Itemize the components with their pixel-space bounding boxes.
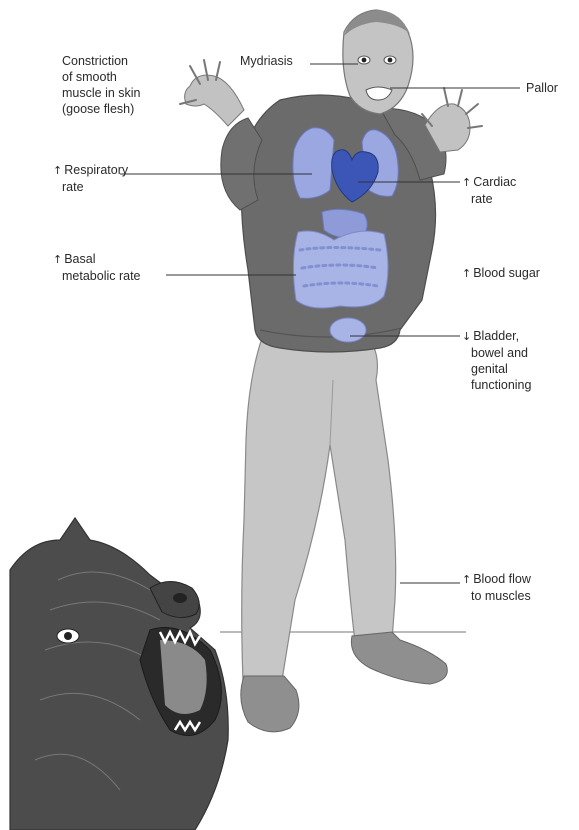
trousers [242,338,396,682]
up-arrow-icon: ↑ [53,253,62,266]
label-mydriasis: Mydriasis [240,53,293,69]
label-cardiac-rate: ↑Cardiac rate [462,174,516,207]
label-blood-sugar: ↑Blood sugar [462,265,540,282]
up-arrow-icon: ↑ [53,164,62,177]
dog [10,518,228,830]
label-basal-metabolic-rate: ↑Basal metabolic rate [53,251,141,284]
label-blood-flow-to-muscles: ↑Blood flow to muscles [462,571,531,604]
head [343,10,413,114]
up-arrow-icon: ↑ [462,267,471,280]
bladder [330,318,366,342]
lung-left [293,128,334,199]
label-pallor: Pallor [526,80,558,96]
up-arrow-icon: ↑ [462,176,471,189]
label-goose-flesh: Constriction of smooth muscle in skin (g… [62,53,141,117]
label-respiratory-rate: ↑Respiratory rate [53,162,128,195]
up-arrow-icon: ↑ [462,573,471,586]
label-bladder-bowel-genital: ↓Bladder, bowel and genital functioning [462,328,531,393]
down-arrow-icon: ↓ [462,330,471,343]
intestines [293,231,388,308]
